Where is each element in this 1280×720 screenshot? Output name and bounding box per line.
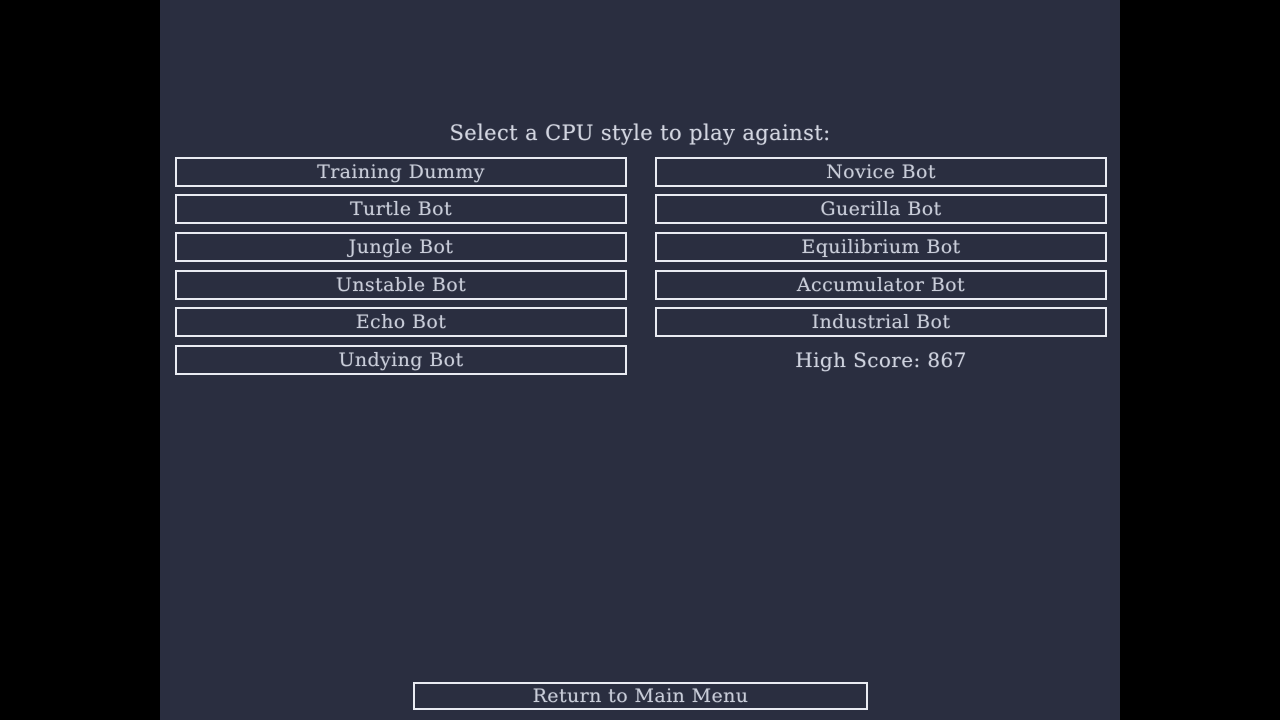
cpu-select-menu: Select a CPU style to play against: Trai… (160, 0, 1120, 720)
cpu-button-equilibrium-bot[interactable]: Equilibrium Bot (655, 232, 1107, 262)
cpu-button-echo-bot[interactable]: Echo Bot (175, 307, 627, 337)
return-to-main-menu-button[interactable]: Return to Main Menu (413, 682, 868, 710)
cpu-button-turtle-bot[interactable]: Turtle Bot (175, 194, 627, 224)
cpu-button-guerilla-bot[interactable]: Guerilla Bot (655, 194, 1107, 224)
page-title: Select a CPU style to play against: (449, 121, 831, 145)
letterbox-right (1120, 0, 1280, 720)
cpu-button-unstable-bot[interactable]: Unstable Bot (175, 270, 627, 300)
high-score-label: High Score: 867 (795, 348, 967, 372)
cpu-button-training-dummy[interactable]: Training Dummy (175, 157, 627, 187)
cpu-button-undying-bot[interactable]: Undying Bot (175, 345, 627, 375)
cpu-button-novice-bot[interactable]: Novice Bot (655, 157, 1107, 187)
cpu-button-accumulator-bot[interactable]: Accumulator Bot (655, 270, 1107, 300)
letterbox-left (0, 0, 160, 720)
cpu-button-industrial-bot[interactable]: Industrial Bot (655, 307, 1107, 337)
cpu-button-jungle-bot[interactable]: Jungle Bot (175, 232, 627, 262)
